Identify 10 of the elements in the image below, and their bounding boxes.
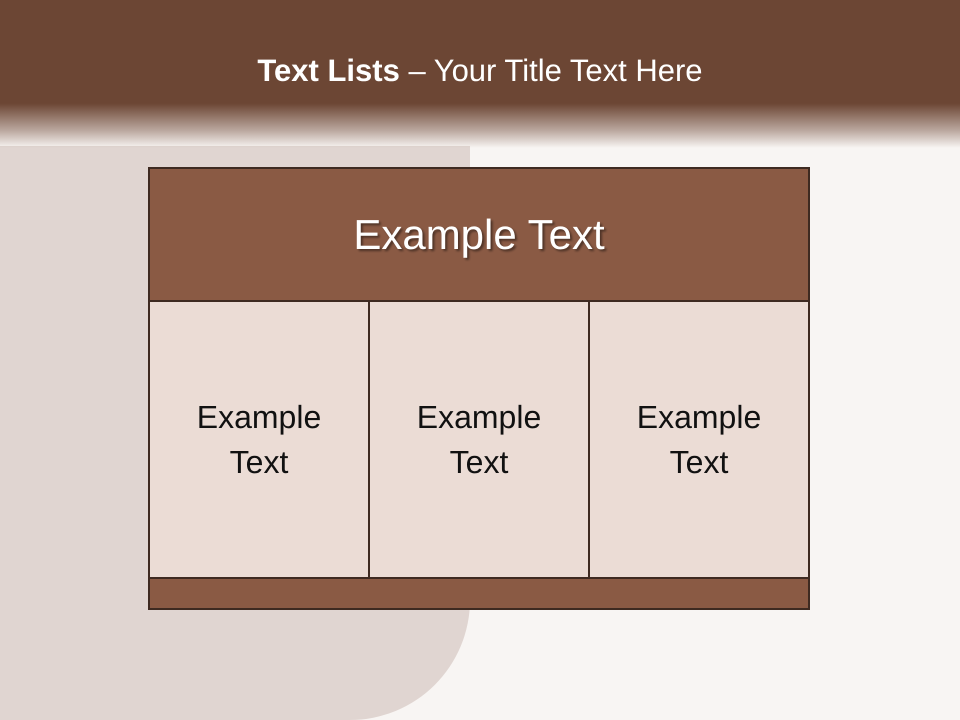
header-text: Example Text [353, 210, 605, 258]
slide-title: Text Lists – Your Title Text Here [257, 53, 703, 89]
panel-text: Example Text [416, 398, 542, 482]
content-panel [588, 300, 810, 579]
panel-text: Example Text [636, 398, 762, 482]
header-panel [148, 167, 810, 302]
content-panel [148, 300, 370, 579]
content-panel [368, 300, 590, 579]
panel-text: Example Text [196, 398, 322, 482]
footer-bar [148, 577, 810, 610]
